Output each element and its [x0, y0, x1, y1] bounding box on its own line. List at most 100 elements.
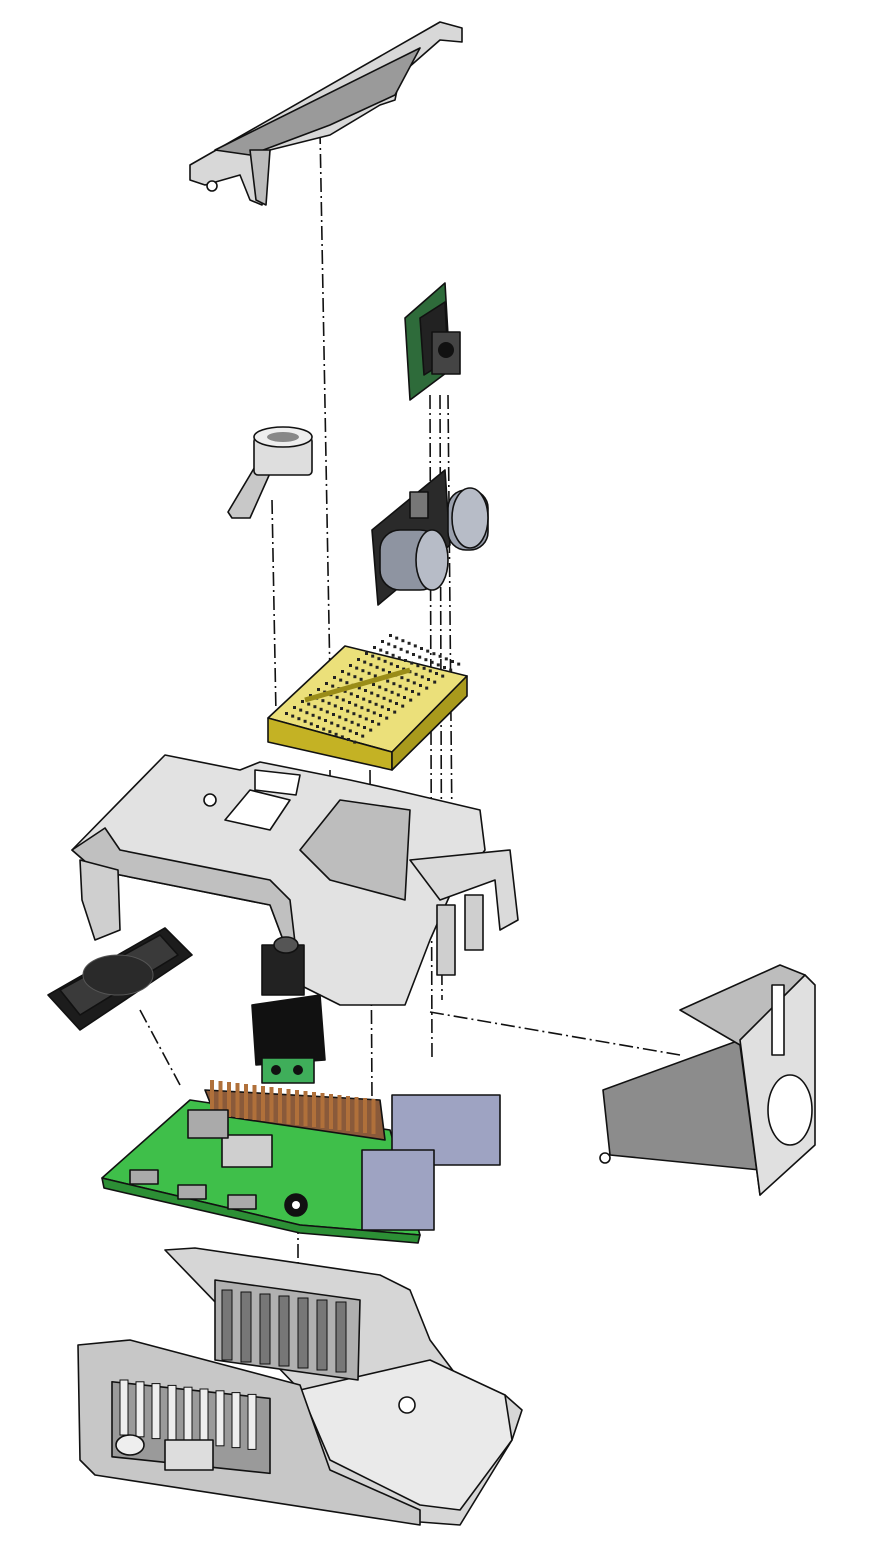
- gpio-pin: [303, 1091, 308, 1126]
- breadboard-hole: [339, 678, 343, 682]
- bottom-case-part: [77, 1247, 523, 1526]
- breadboard-hole: [357, 686, 361, 690]
- breadboard-hole: [367, 671, 371, 675]
- breadboard-hole: [348, 701, 351, 704]
- breadboard-hole: [426, 649, 430, 653]
- vent-slot: [221, 1289, 233, 1361]
- breadboard-hole: [418, 655, 422, 659]
- breadboard-hole: [356, 723, 360, 727]
- breadboard-hole: [393, 645, 397, 649]
- breadboard-hole: [370, 691, 374, 695]
- breadboard-hole: [316, 725, 319, 728]
- breadboard-hole: [319, 707, 323, 711]
- breadboard-hole: [343, 689, 347, 693]
- vent-slot: [199, 1388, 209, 1445]
- breadboard-hole: [349, 664, 352, 667]
- breadboard-hole: [417, 692, 421, 696]
- breadboard-hole: [381, 668, 385, 672]
- breadboard-hole: [400, 676, 404, 680]
- gpio-pin: [329, 1094, 333, 1129]
- breadboard-hole: [398, 684, 402, 688]
- breadboard-hole: [369, 728, 373, 732]
- axis-line: [447, 394, 453, 831]
- breadboard-hole: [374, 702, 378, 706]
- breadboard-hole: [443, 666, 446, 669]
- gpio-pin: [320, 1093, 325, 1128]
- breadboard-hole: [387, 708, 390, 711]
- breadboard-hole: [385, 651, 389, 655]
- breadboard-hole: [317, 688, 320, 691]
- gpio-pin: [244, 1084, 248, 1119]
- breadboard-hole: [327, 701, 331, 705]
- breadboard-hole: [376, 694, 380, 698]
- breadboard-hole: [344, 718, 348, 722]
- breadboard-hole: [373, 646, 376, 649]
- breadboard-hole: [325, 682, 328, 685]
- breadboard-hole: [378, 685, 382, 689]
- breadboard-hole: [350, 720, 354, 724]
- breadboard-hole: [369, 663, 373, 667]
- breadboard-hole: [383, 659, 387, 663]
- vent-slot: [215, 1390, 225, 1447]
- breadboard-hole: [416, 664, 420, 668]
- breadboard-hole: [352, 712, 356, 716]
- breadboard-hole: [371, 654, 375, 658]
- breadboard-hole: [433, 680, 437, 684]
- top-cover-part: [189, 21, 463, 206]
- breadboard-hole: [377, 657, 381, 661]
- breadboard-hole: [328, 730, 332, 734]
- breadboard-hole: [361, 669, 365, 673]
- breadboard-hole: [354, 703, 358, 707]
- gpio-pin: [346, 1096, 350, 1131]
- gpio-pin: [261, 1086, 265, 1121]
- breadboard-hole: [386, 679, 390, 683]
- breadboard-hole: [424, 658, 428, 662]
- breadboard-hole: [358, 714, 362, 718]
- breadboard-hole: [381, 640, 384, 643]
- breadboard-hole: [397, 656, 401, 660]
- breadboard-hole: [377, 722, 381, 726]
- breadboard-hole: [380, 705, 384, 709]
- breadboard-hole: [385, 716, 389, 720]
- breadboard-hole: [317, 716, 321, 720]
- breadboard-hole: [368, 700, 372, 704]
- axis-line: [139, 1009, 181, 1086]
- breadboard-hole: [361, 734, 365, 738]
- breadboard-hole: [382, 696, 386, 700]
- breadboard-hole: [330, 721, 334, 725]
- breadboard-hole: [444, 657, 448, 661]
- breadboard-hole: [353, 675, 357, 679]
- breadboard-hole: [321, 699, 325, 703]
- breadboard-hole: [391, 653, 395, 657]
- fan-part: [47, 927, 193, 1031]
- breadboard-hole: [332, 713, 335, 716]
- breadboard-hole: [285, 712, 288, 715]
- gpio-pin: [252, 1085, 257, 1120]
- breadboard-hole: [387, 642, 391, 646]
- breadboard-hole: [355, 732, 358, 735]
- breadboard-hole: [420, 675, 424, 679]
- breadboard-hole: [392, 682, 396, 686]
- breadboard-hole: [405, 650, 409, 654]
- mini-breadboard-part: [267, 634, 468, 771]
- breadboard-hole: [435, 672, 438, 675]
- breadboard-hole: [331, 684, 335, 688]
- breadboard-hole: [313, 705, 317, 709]
- breadboard-hole: [335, 695, 339, 699]
- breadboard-hole: [333, 676, 336, 679]
- vent-slot: [259, 1293, 271, 1365]
- vent-slot: [119, 1379, 129, 1436]
- breadboard-hole: [410, 661, 414, 665]
- gpio-pin: [337, 1095, 342, 1130]
- gpio-pin: [363, 1098, 367, 1133]
- gpio-pin: [235, 1083, 240, 1118]
- breadboard-hole: [395, 636, 399, 640]
- breadboard-hole: [325, 710, 329, 714]
- raspberry-pi-board-part: [101, 1080, 501, 1244]
- vent-slot: [151, 1383, 161, 1440]
- breadboard-hole: [451, 660, 454, 663]
- breadboard-hole: [401, 639, 405, 643]
- breadboard-hole: [402, 667, 406, 671]
- gpio-pin: [278, 1088, 282, 1123]
